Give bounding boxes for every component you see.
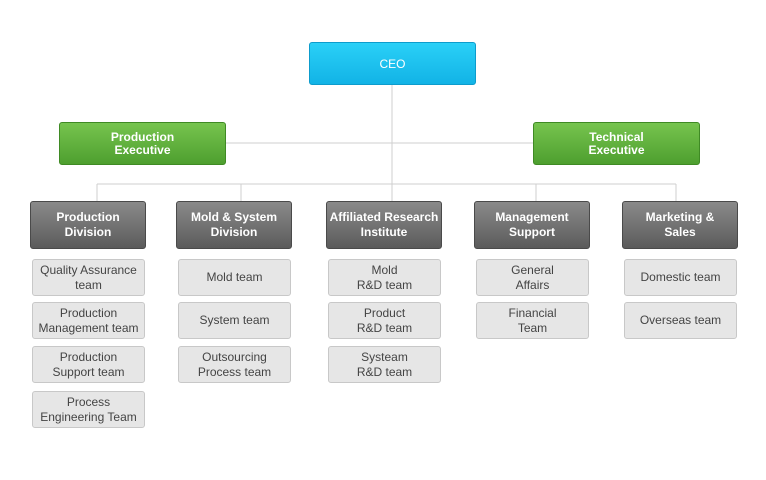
division-marketing-sales: Marketing & Sales	[622, 201, 738, 249]
production-executive-box: Production Executive	[59, 122, 226, 165]
ceo-box: CEO	[309, 42, 476, 85]
team-process-engineering: Process Engineering Team	[32, 391, 145, 428]
division-affiliated-research: Affiliated Research Institute	[326, 201, 442, 249]
team-mold-rd: Mold R&D team	[328, 259, 441, 296]
technical-executive-box: Technical Executive	[533, 122, 700, 165]
division-management-support: Management Support	[474, 201, 590, 249]
team-domestic: Domestic team	[624, 259, 737, 296]
team-general-affairs: General Affairs	[476, 259, 589, 296]
team-production-support: Production Support team	[32, 346, 145, 383]
team-system-rd: Systeam R&D team	[328, 346, 441, 383]
team-production-management: Production Management team	[32, 302, 145, 339]
division-production: Production Division	[30, 201, 146, 249]
team-outsourcing-process: Outsourcing Process team	[178, 346, 291, 383]
team-system: System team	[178, 302, 291, 339]
team-product-rd: Product R&D team	[328, 302, 441, 339]
team-financial: Financial Team	[476, 302, 589, 339]
team-mold: Mold team	[178, 259, 291, 296]
team-overseas: Overseas team	[624, 302, 737, 339]
team-quality-assurance: Quality Assurance team	[32, 259, 145, 296]
division-mold-system: Mold & System Division	[176, 201, 292, 249]
